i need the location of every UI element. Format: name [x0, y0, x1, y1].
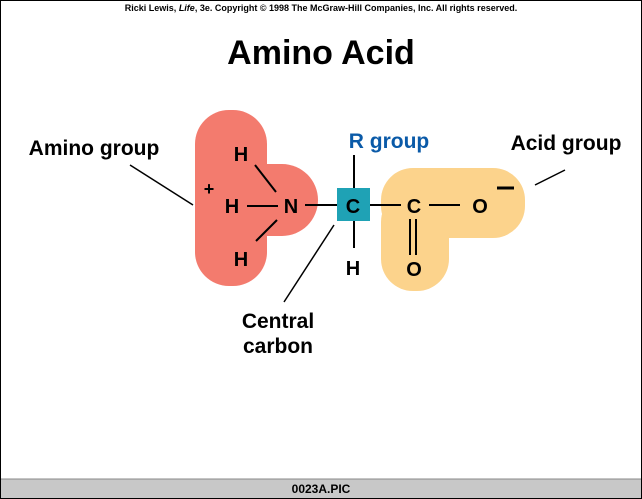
status-bar-filename: 0023A.PIC — [292, 482, 351, 496]
page-title: Amino Acid — [227, 34, 415, 72]
bonds — [247, 155, 460, 255]
label-central-carbon-line1: Central — [242, 310, 314, 333]
atom-o-double: O — [406, 259, 422, 281]
amino-group-highlight — [195, 110, 318, 286]
label-central-carbon-line2: carbon — [243, 335, 313, 358]
atom-c-acid: C — [407, 196, 421, 218]
status-bar — [1, 479, 641, 498]
positive-charge: + — [204, 179, 215, 199]
atom-c-central: C — [346, 196, 360, 218]
atom-h-central: H — [346, 258, 360, 280]
atom-n: N — [284, 196, 298, 218]
label-amino-group: Amino group — [29, 137, 160, 160]
atom-h-left: H — [225, 196, 239, 218]
atom-h-top: H — [234, 144, 248, 166]
label-acid-group: Acid group — [511, 132, 622, 155]
pointer-lines — [129, 164, 566, 303]
central-carbon-box — [337, 188, 370, 221]
atom-o-single: O — [472, 196, 488, 218]
label-r-group: R group — [349, 130, 429, 153]
copyright-line: Ricki Lewis, Life, 3e. Copyright © 1998 … — [125, 3, 517, 13]
atom-h-bottom: H — [234, 249, 248, 271]
